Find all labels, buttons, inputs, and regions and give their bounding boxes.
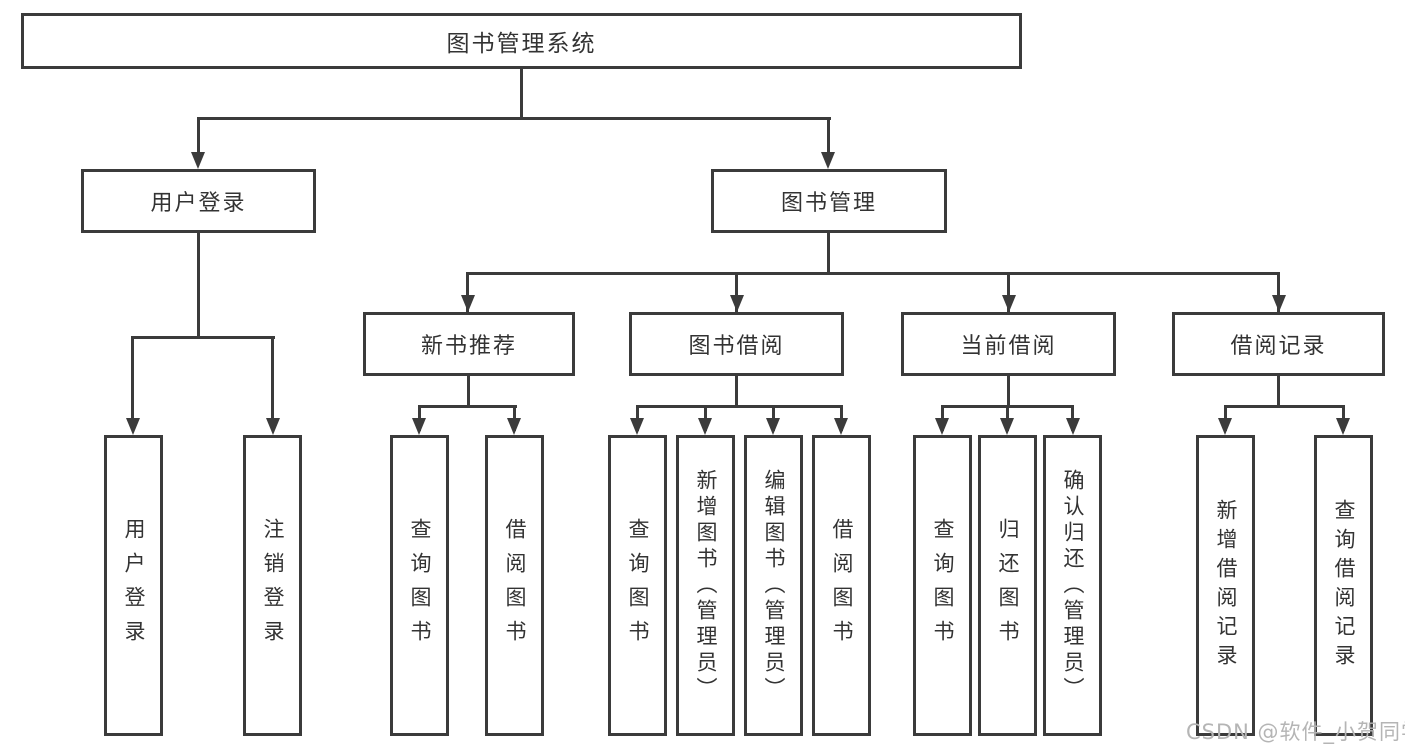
leaf-logout: 注销登录 xyxy=(243,435,302,736)
leaf-confirm-return-admin-label: 确认归还（管理员） xyxy=(1061,468,1085,703)
leaf-query-books-borrow: 查询图书 xyxy=(608,435,667,736)
leaf-add-books-admin-label: 新增图书（管理员） xyxy=(694,468,718,703)
connector-line xyxy=(827,233,830,275)
arrow-down-icon xyxy=(191,152,205,169)
connector-line xyxy=(197,117,200,157)
node-root-label: 图书管理系统 xyxy=(446,31,597,57)
leaf-return-books-label: 归还图书 xyxy=(996,517,1020,654)
arrow-down-icon xyxy=(1000,418,1014,435)
leaf-query-borrow-record-label: 查询借阅记录 xyxy=(1332,498,1356,673)
connector-line xyxy=(197,117,831,120)
connector-line xyxy=(1277,272,1280,312)
leaf-query-books-current-label: 查询图书 xyxy=(931,517,955,654)
connector-line xyxy=(1224,405,1345,408)
connector-line xyxy=(466,272,469,312)
connector-line xyxy=(520,66,523,120)
connector-line xyxy=(131,336,275,339)
leaf-return-books: 归还图书 xyxy=(978,435,1037,736)
arrow-down-icon xyxy=(1002,295,1016,312)
arrow-down-icon xyxy=(1336,418,1350,435)
arrow-down-icon xyxy=(834,418,848,435)
leaf-add-books-admin: 新增图书（管理员） xyxy=(676,435,735,736)
node-book-management: 图书管理 xyxy=(711,169,947,233)
node-root: 图书管理系统 xyxy=(21,13,1022,69)
node-borrow-records-label: 借阅记录 xyxy=(1230,334,1327,359)
leaf-edit-books-admin-label: 编辑图书（管理员） xyxy=(762,468,786,703)
leaf-query-books-current: 查询图书 xyxy=(913,435,972,736)
arrow-down-icon xyxy=(1066,418,1080,435)
leaf-borrow-books-recommend: 借阅图书 xyxy=(485,435,544,736)
leaf-borrow-books-recommend-label: 借阅图书 xyxy=(503,517,527,654)
node-user-login-label: 用户登录 xyxy=(150,191,247,216)
arrow-down-icon xyxy=(730,295,744,312)
connector-line xyxy=(1277,376,1280,408)
connector-line xyxy=(466,272,1280,275)
node-user-login: 用户登录 xyxy=(81,169,316,233)
connector-line xyxy=(467,376,470,408)
node-book-management-label: 图书管理 xyxy=(780,191,877,216)
connector-line xyxy=(131,336,134,426)
connector-line xyxy=(735,272,738,312)
leaf-logout-label: 注销登录 xyxy=(261,517,285,654)
leaf-confirm-return-admin: 确认归还（管理员） xyxy=(1043,435,1102,736)
leaf-user-login: 用户登录 xyxy=(104,435,163,736)
leaf-query-books-borrow-label: 查询图书 xyxy=(626,517,650,654)
arrow-down-icon xyxy=(1218,418,1232,435)
arrow-down-icon xyxy=(821,152,835,169)
node-current-borrow-label: 当前借阅 xyxy=(960,334,1057,359)
node-current-borrow: 当前借阅 xyxy=(901,312,1116,376)
connector-line xyxy=(418,405,517,408)
arrow-down-icon xyxy=(266,418,280,435)
connector-line xyxy=(636,405,843,408)
arrow-down-icon xyxy=(1272,295,1286,312)
node-borrow-records: 借阅记录 xyxy=(1172,312,1385,376)
connector-line xyxy=(197,233,200,339)
leaf-borrow-books-label: 借阅图书 xyxy=(830,517,854,654)
arrow-down-icon xyxy=(698,418,712,435)
node-book-borrow: 图书借阅 xyxy=(629,312,844,376)
arrow-down-icon xyxy=(935,418,949,435)
connector-line xyxy=(271,336,274,426)
leaf-query-books-recommend-label: 查询图书 xyxy=(408,517,432,654)
leaf-query-borrow-record: 查询借阅记录 xyxy=(1314,435,1373,736)
leaf-add-borrow-record: 新增借阅记录 xyxy=(1196,435,1255,736)
connector-line xyxy=(827,117,830,157)
arrow-down-icon xyxy=(461,295,475,312)
arrow-down-icon xyxy=(630,418,644,435)
arrow-down-icon xyxy=(507,418,521,435)
arrow-down-icon xyxy=(126,418,140,435)
arrow-down-icon xyxy=(766,418,780,435)
node-new-book-recommend: 新书推荐 xyxy=(363,312,575,376)
connector-line xyxy=(1007,272,1010,312)
csdn-watermark: CSDN @软件_小贺同学 xyxy=(1186,720,1405,744)
node-book-borrow-label: 图书借阅 xyxy=(688,334,785,359)
arrow-down-icon xyxy=(412,418,426,435)
leaf-query-books-recommend: 查询图书 xyxy=(390,435,449,736)
connector-line xyxy=(1007,376,1010,408)
leaf-add-borrow-record-label: 新增借阅记录 xyxy=(1214,498,1238,673)
leaf-borrow-books: 借阅图书 xyxy=(812,435,871,736)
leaf-edit-books-admin: 编辑图书（管理员） xyxy=(744,435,803,736)
node-new-book-recommend-label: 新书推荐 xyxy=(420,334,517,359)
leaf-user-login-label: 用户登录 xyxy=(122,517,146,654)
connector-line xyxy=(735,376,738,408)
